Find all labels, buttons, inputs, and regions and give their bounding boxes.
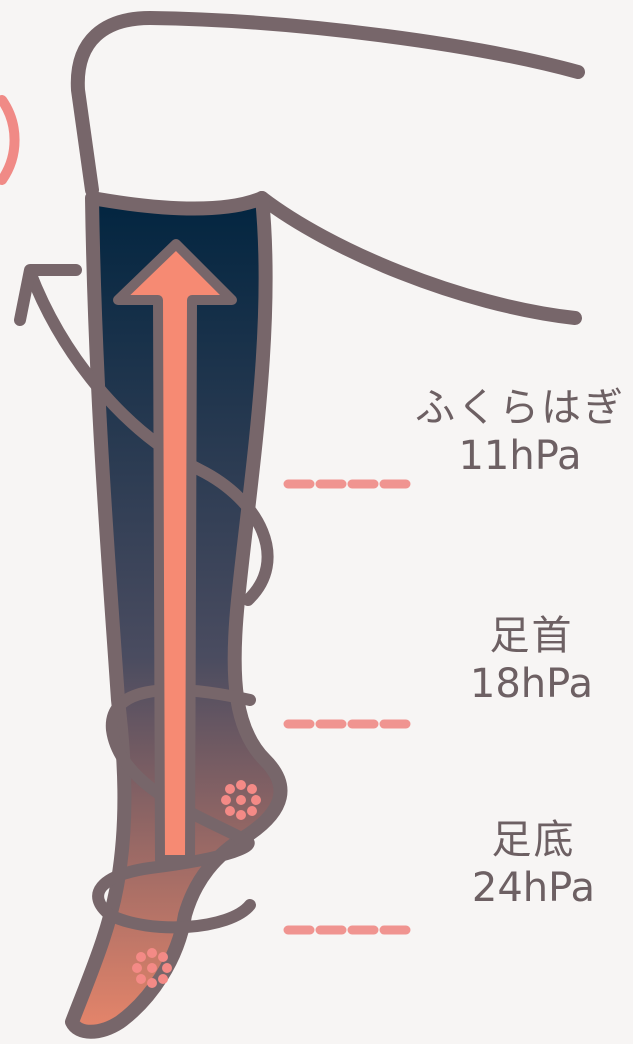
- ankle-label: 足首 18hPa: [470, 612, 593, 708]
- calf-label-name: ふくらはぎ: [415, 385, 625, 431]
- sole-label: 足底 24hPa: [472, 816, 595, 912]
- calf-label: ふくらはぎ 11hPa: [415, 384, 625, 480]
- ankle-pressure-value: 18hPa: [469, 661, 593, 707]
- calf-pressure-value: 11hPa: [458, 433, 582, 479]
- thigh-outline: [70, 10, 585, 197]
- upward-arrow-icon: [113, 239, 237, 865]
- sole-label-name: 足底: [491, 817, 576, 863]
- decorative-ring: [0, 95, 20, 185]
- pressure-flower-icon: [221, 780, 261, 820]
- pressure-flower-icon: [132, 948, 172, 988]
- sole-pressure-value: 24hPa: [471, 865, 595, 911]
- knee-back-outline: [255, 191, 582, 325]
- spiral-arrow-head: [14, 264, 82, 326]
- ankle-label-name: 足首: [489, 613, 574, 659]
